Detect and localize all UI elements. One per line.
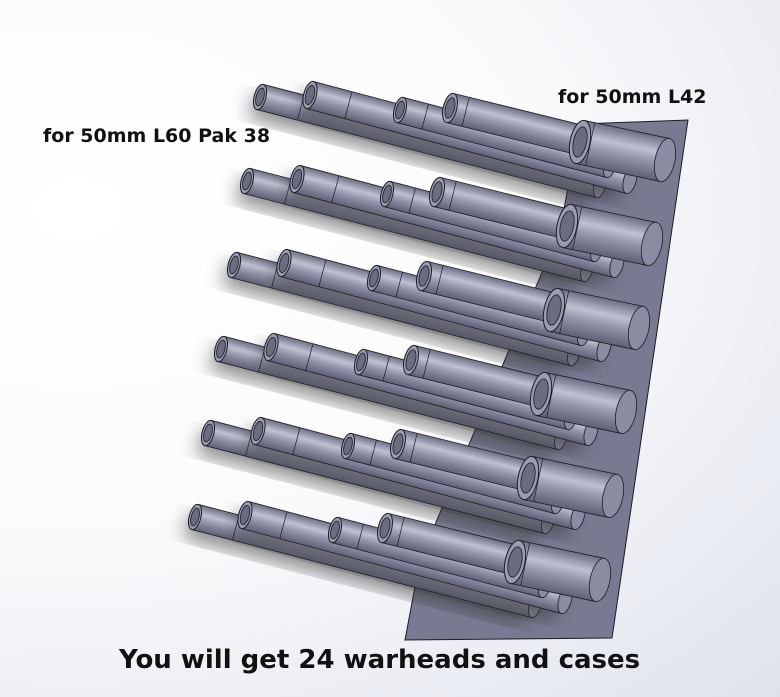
row-3 (222, 248, 651, 374)
row-1 (248, 80, 677, 206)
round-part (529, 371, 638, 435)
round-part (568, 119, 677, 183)
label-pak38: for 50mm L60 Pak 38 (43, 125, 271, 147)
round-part (503, 539, 612, 603)
row-6 (183, 500, 612, 626)
round-part (542, 287, 651, 351)
row-5 (196, 416, 625, 542)
label-l42: for 50mm L42 (558, 86, 707, 108)
caption: You will get 24 warheads and cases (119, 645, 641, 675)
round-part (516, 455, 625, 519)
row-4 (209, 332, 638, 458)
round-part (555, 203, 664, 267)
row-2 (235, 164, 664, 290)
